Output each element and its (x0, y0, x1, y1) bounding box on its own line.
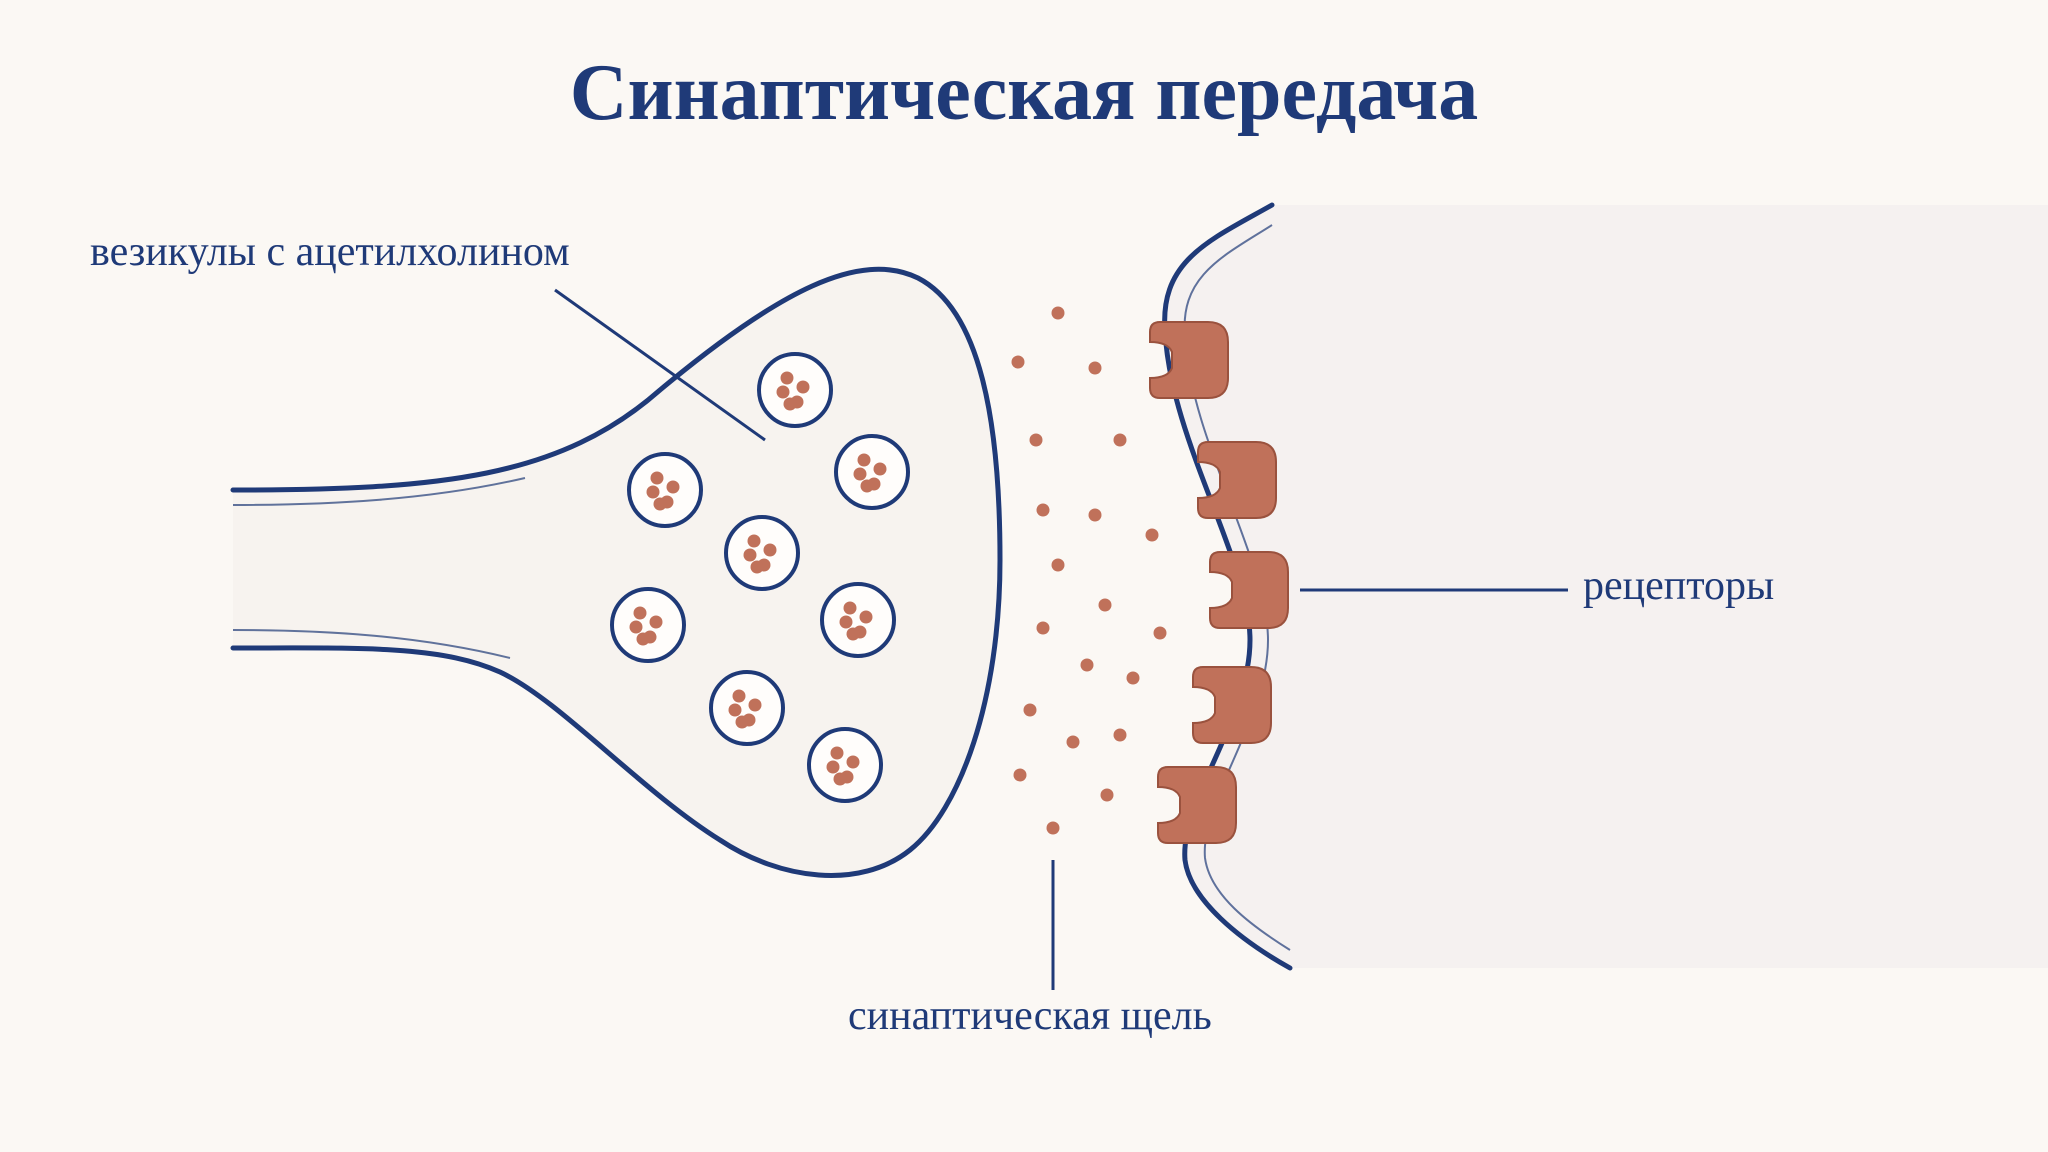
receptor (1149, 321, 1229, 399)
acetylcholine-dot (780, 371, 794, 385)
receptor (1209, 551, 1289, 629)
neurotransmitter-molecule (1088, 508, 1102, 522)
acetylcholine-dot (636, 632, 650, 646)
acetylcholine-dot (846, 627, 860, 641)
acetylcholine-dot (748, 698, 762, 712)
receptor (1157, 766, 1237, 844)
axon-inner-line-top (232, 477, 526, 506)
postsynaptic-cell (1164, 205, 2048, 968)
acetylcholine-dot (857, 453, 871, 467)
vesicle (709, 670, 785, 746)
acetylcholine-dot (796, 380, 810, 394)
vesicle (834, 434, 910, 510)
acetylcholine-dot (873, 462, 887, 476)
neurotransmitter-molecule (1080, 658, 1094, 672)
acetylcholine-dot (732, 689, 746, 703)
acetylcholine-dot (653, 497, 667, 511)
neurotransmitter-molecule (1036, 503, 1050, 517)
neurotransmitter-molecule (1098, 598, 1112, 612)
vesicle (724, 515, 800, 591)
neurotransmitter-molecule (1100, 788, 1114, 802)
leader-line-vesicles (554, 288, 766, 442)
acetylcholine-dot (846, 755, 860, 769)
acetylcholine-dot (650, 471, 664, 485)
acetylcholine-dot (646, 485, 660, 499)
vesicle (820, 582, 896, 658)
acetylcholine-dot (843, 601, 857, 615)
vesicle (807, 727, 883, 803)
acetylcholine-dot (735, 715, 749, 729)
acetylcholine-dot (649, 615, 663, 629)
acetylcholine-dot (853, 467, 867, 481)
acetylcholine-dot (763, 543, 777, 557)
acetylcholine-dot (728, 703, 742, 717)
acetylcholine-dot (633, 606, 647, 620)
acetylcholine-dot (859, 610, 873, 624)
neurotransmitter-molecule (1051, 306, 1065, 320)
label-receptors: рецепторы (1583, 563, 1775, 609)
neurotransmitter-molecule (1153, 626, 1167, 640)
diagram-title: Синаптическая передача (569, 49, 1479, 137)
acetylcholine-dot (830, 746, 844, 760)
acetylcholine-dot (833, 772, 847, 786)
axon-upper-membrane (230, 266, 1003, 878)
neurotransmitter-molecule (1013, 768, 1027, 782)
receptor (1197, 441, 1277, 519)
acetylcholine-dot (750, 560, 764, 574)
acetylcholine-dot (747, 534, 761, 548)
acetylcholine-dot (776, 385, 790, 399)
neurotransmitter-molecule (1088, 361, 1102, 375)
neurotransmitter-molecule (1145, 528, 1159, 542)
neurotransmitter-molecule (1023, 703, 1037, 717)
vesicle (610, 587, 686, 663)
neurotransmitter-molecule (1011, 355, 1025, 369)
neurotransmitter-molecule (1036, 621, 1050, 635)
vesicle (757, 352, 833, 428)
acetylcholine-dot (629, 620, 643, 634)
acetylcholine-dot (666, 480, 680, 494)
neurotransmitter-molecule (1113, 433, 1127, 447)
presynaptic-terminal (233, 269, 1000, 876)
neurotransmitter-molecule (1029, 433, 1043, 447)
acetylcholine-dot (743, 548, 757, 562)
acetylcholine-dot (860, 479, 874, 493)
neurotransmitter-molecule (1066, 735, 1080, 749)
axon-inner-line-bottom (232, 629, 511, 659)
acetylcholine-dot (826, 760, 840, 774)
label-synaptic-cleft: синаптическая щель (848, 993, 1212, 1039)
vesicle (627, 452, 703, 528)
label-vesicles: везикулы с ацетилхолином (90, 229, 570, 275)
neurotransmitter-molecule (1051, 558, 1065, 572)
neurotransmitter-molecule (1126, 671, 1140, 685)
neurotransmitter-molecule (1113, 728, 1127, 742)
neurotransmitter-molecule (1046, 821, 1060, 835)
acetylcholine-dot (783, 397, 797, 411)
receptor (1192, 666, 1272, 744)
acetylcholine-dot (839, 615, 853, 629)
